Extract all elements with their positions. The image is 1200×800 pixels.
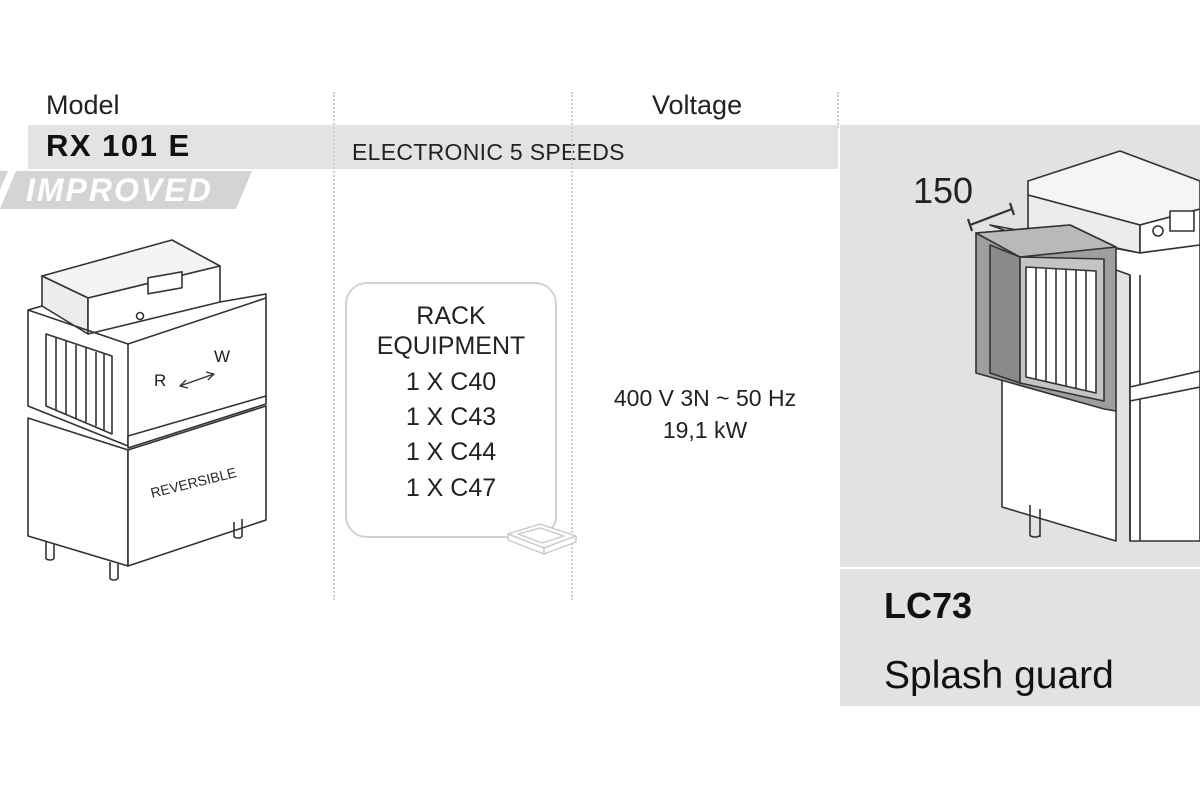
accessory-name: Splash guard <box>884 654 1114 697</box>
rack-equipment-box <box>345 282 557 538</box>
model-column-label: Model <box>46 90 120 120</box>
model-name: RX 101 E <box>46 128 191 163</box>
column-separator <box>837 92 839 128</box>
rack-title-line1: RACK <box>416 302 486 330</box>
dimension-label: 150 <box>913 170 974 211</box>
voltage-column-label: Voltage <box>652 90 743 120</box>
header-band <box>28 125 838 169</box>
power-value: 19,1 kW <box>662 417 748 443</box>
rack-title-line2: EQUIPMENT <box>376 332 526 360</box>
improved-badge-text: IMPROVED <box>26 172 213 208</box>
accessory-divider <box>840 567 1200 569</box>
rack-tray-icon <box>507 523 577 555</box>
dishwasher-illustration: R W REVERSIBLE <box>27 239 267 581</box>
voltage-value: 400 V 3N ~ 50 Hz <box>613 385 797 411</box>
rack-item: 1 X C43 <box>405 403 497 431</box>
column-separator <box>333 92 335 600</box>
splash-guard-illustration <box>966 150 1200 542</box>
rack-item: 1 X C44 <box>405 438 497 466</box>
rack-item: 1 X C47 <box>405 474 497 502</box>
column-separator <box>571 92 573 600</box>
direction-label-w: W <box>214 347 230 366</box>
accessory-code: LC73 <box>884 585 973 626</box>
direction-label-r: R <box>154 371 166 390</box>
rack-item: 1 X C40 <box>405 368 497 396</box>
speed-description: ELECTRONIC 5 SPEEDS <box>352 139 625 165</box>
improved-banner <box>0 171 252 209</box>
